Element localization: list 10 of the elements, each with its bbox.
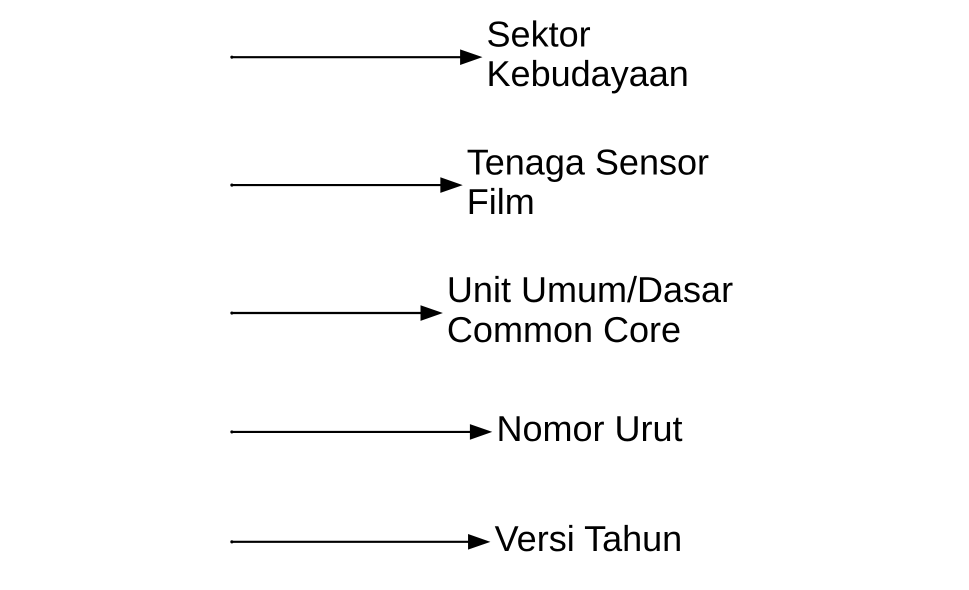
node-text: Versi Tahun <box>494 518 682 559</box>
node-text: Unit Umum/Dasar Common Core <box>446 269 733 350</box>
arrow <box>232 424 492 440</box>
arrow <box>232 49 482 65</box>
arrow <box>232 534 490 550</box>
arrow <box>232 305 442 321</box>
node-text: Nomor Urut <box>496 408 682 449</box>
node-text: Tenaga Sensor Film <box>466 141 709 222</box>
node-text: Sektor Kebudayaan <box>486 13 688 94</box>
arrow <box>232 177 462 193</box>
